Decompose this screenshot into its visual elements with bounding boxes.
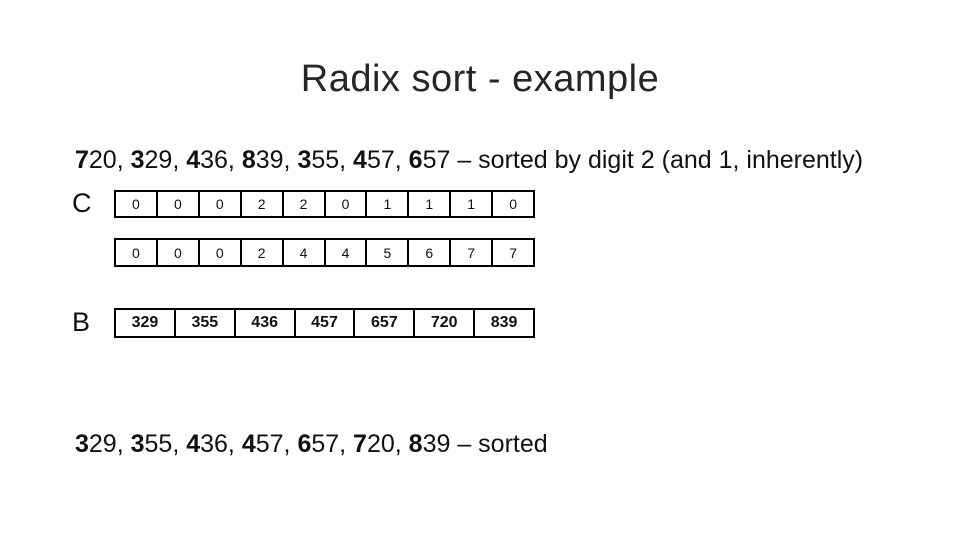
text-segment: – sorted by digit 2 (and 1, inherently) — [457, 146, 864, 174]
array-cell: 2 — [281, 192, 324, 216]
text-segment: 36, — [200, 146, 242, 174]
text-segment: 36, — [200, 430, 242, 458]
text-segment: 3 — [297, 146, 312, 174]
array-cell: 436 — [233, 310, 294, 336]
array-cell: 0 — [132, 244, 140, 261]
array-cell: 657 — [353, 310, 413, 336]
array-cell: 7 — [491, 240, 533, 265]
array-b-label: B — [72, 307, 91, 337]
array-cell: 457 — [293, 310, 354, 336]
array-cell: 0 — [491, 192, 533, 216]
slide-title: Radix sort - example — [300, 58, 660, 100]
text-segment: 4 — [186, 430, 201, 458]
array-c-label: C — [72, 188, 92, 218]
array-cell: 1 — [449, 192, 491, 216]
sorted-sequence-text: 329, 355, 436, 457, 657, 720, 839 – sort… — [75, 430, 548, 459]
text-segment: 20, — [366, 430, 409, 458]
array-cell: 4 — [281, 240, 324, 265]
array-cell: 0 — [197, 240, 240, 265]
array-cell: 0 — [323, 192, 366, 216]
array-cell: 0 — [132, 196, 140, 212]
array-cell: 2 — [239, 192, 282, 216]
text-segment: 8 — [241, 146, 256, 174]
array-cell: 355 — [173, 310, 234, 336]
text-segment: 3 — [130, 146, 145, 174]
text-segment: 7 — [353, 430, 367, 458]
text-segment: 55, — [311, 146, 354, 174]
text-segment: 4 — [353, 146, 367, 174]
text-segment: 6 — [408, 146, 423, 174]
text-segment: 8 — [408, 430, 423, 458]
text-segment: 39, — [255, 146, 298, 174]
array-cell: 720 — [413, 310, 473, 336]
array-cell: 6 — [407, 240, 449, 265]
text-segment: 57 — [422, 146, 458, 174]
array-cell: 4 — [323, 240, 366, 265]
text-segment: 4 — [186, 146, 201, 174]
text-segment: 57, — [255, 430, 298, 458]
text-segment: 55, — [144, 430, 187, 458]
text-segment: 6 — [297, 430, 312, 458]
array-cell: 1 — [407, 192, 449, 216]
array-cell: 2 — [239, 240, 282, 265]
text-segment: 57, — [366, 146, 409, 174]
array-cell: 5 — [365, 240, 407, 265]
array-cell: 7 — [449, 240, 491, 265]
array-cell: 839 — [473, 310, 533, 336]
text-segment: 29, — [88, 430, 131, 458]
text-segment: – sorted — [457, 430, 548, 458]
text-segment: 4 — [241, 430, 256, 458]
text-segment: 20, — [88, 146, 131, 174]
text-segment: 57, — [311, 430, 354, 458]
unsorted-sequence-text: 720, 329, 436, 839, 355, 457, 657 – sort… — [75, 146, 863, 175]
text-segment: 7 — [75, 146, 89, 174]
array-cell: 0 — [155, 192, 198, 216]
text-segment: 29, — [144, 146, 187, 174]
array-cell: 329 — [131, 314, 159, 331]
array-cell: 0 — [197, 192, 240, 216]
array-cell: 1 — [365, 192, 407, 216]
text-segment: 3 — [75, 430, 89, 458]
array-cell: 0 — [155, 240, 198, 265]
text-segment: 39 — [422, 430, 458, 458]
text-segment: 3 — [130, 430, 145, 458]
